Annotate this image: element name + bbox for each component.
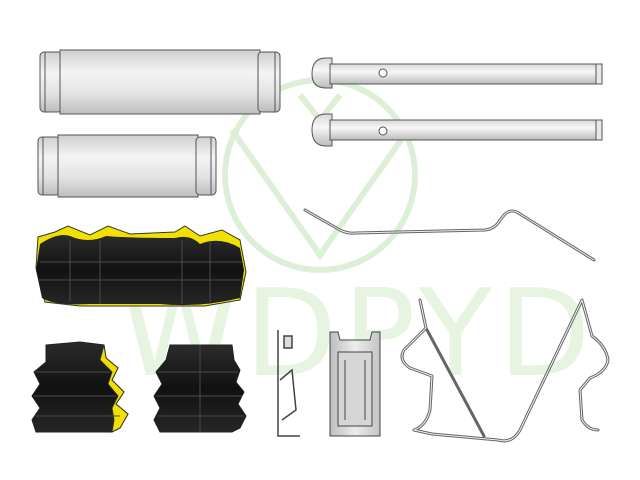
dust-boot-small xyxy=(153,344,247,433)
guide-pin-lower xyxy=(311,113,603,147)
clip-narrow xyxy=(277,330,300,437)
dust-boot-small-cutaway xyxy=(31,341,129,433)
guide-pin-upper xyxy=(311,57,603,89)
guide-sleeve-long xyxy=(39,49,281,115)
dust-boot-large xyxy=(35,225,247,307)
anti-rattle-wire xyxy=(303,208,596,262)
spring-m xyxy=(400,298,610,443)
guide-sleeve-short xyxy=(37,134,217,198)
clip-wide xyxy=(329,331,381,437)
